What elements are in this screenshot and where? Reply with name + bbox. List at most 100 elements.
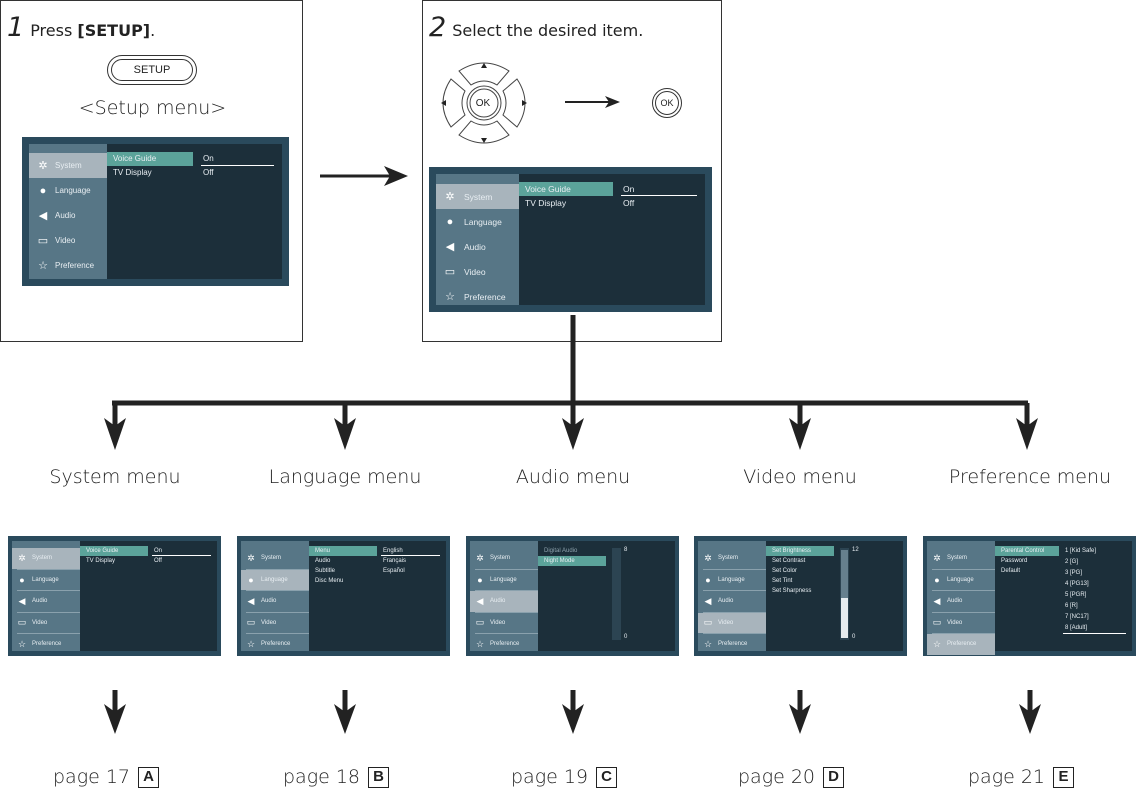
sidebar-item-language[interactable]: ●Language — [436, 209, 519, 234]
menu-option[interactable]: TV Display — [86, 558, 116, 564]
sidebar-item-preference[interactable]: ☆Preference — [436, 284, 519, 309]
sidebar-item-video[interactable]: ▭Video — [698, 612, 766, 633]
step-2-heading: 2 Select the desired item. — [429, 12, 643, 43]
sidebar-item-label: Video — [55, 236, 76, 245]
sidebar-item-language[interactable]: ●Language — [698, 570, 766, 591]
menu-option[interactable]: Menu — [309, 546, 377, 556]
sidebar-item-system[interactable]: ✲System — [241, 548, 309, 569]
menu-value[interactable]: 4 [PG13] — [1065, 581, 1089, 587]
menu-value[interactable]: Français — [383, 558, 407, 564]
menu-option[interactable]: Voice Guide — [519, 182, 613, 196]
sidebar-item-video[interactable]: ▭Video — [241, 613, 309, 634]
menu-option[interactable]: Set Contrast — [772, 558, 806, 564]
menu-option[interactable]: Subtitle — [315, 568, 336, 574]
menu-sidebar: ✲System●Language◀Audio▭Video☆Preference — [470, 541, 538, 651]
menu-option[interactable]: Password — [1001, 558, 1028, 564]
sidebar-item-audio[interactable]: ◀Audio — [12, 591, 80, 612]
menu-value[interactable]: 5 [PGR] — [1065, 592, 1087, 598]
step-number: 1 — [7, 12, 25, 43]
submenu-screen: ✲System●Language◀Audio▭Video☆Preference D… — [466, 536, 679, 656]
sidebar-divider — [932, 633, 995, 634]
sidebar-item-language[interactable]: ●Language — [470, 570, 538, 591]
level-slider[interactable] — [612, 548, 621, 640]
sidebar-item-preference[interactable]: ☆Preference — [241, 634, 309, 655]
sidebar-item-audio[interactable]: ◀Audio — [470, 591, 538, 612]
menu-option[interactable]: TV Display — [113, 168, 152, 177]
sidebar-item-system[interactable]: ✲System — [436, 184, 519, 209]
menu-value[interactable]: On — [201, 152, 274, 166]
sidebar-item-video[interactable]: ▭Video — [12, 613, 80, 634]
sidebar-item-audio[interactable]: ◀Audio — [698, 591, 766, 612]
sidebar-item-video[interactable]: ▭Video — [470, 613, 538, 634]
sidebar-item-system[interactable]: ✲System — [927, 548, 995, 569]
menu-value[interactable]: 1 [Kid Safe] — [1065, 548, 1097, 554]
sidebar-item-video[interactable]: ▭Video — [927, 613, 995, 634]
sidebar-item-audio[interactable]: ◀Audio — [241, 591, 309, 612]
dpad-icon[interactable] — [429, 55, 539, 151]
sidebar-item-video[interactable]: ▭Video — [436, 259, 519, 284]
sidebar-item-audio[interactable]: ◀Audio — [436, 234, 519, 259]
sidebar-item-preference[interactable]: ☆Preference — [12, 634, 80, 655]
menu-option[interactable]: Night Mode — [538, 556, 606, 566]
step-1-panel: 1 Press [SETUP]. SETUP <Setup menu> ✲Sys… — [0, 0, 303, 342]
menu-value[interactable]: Off — [623, 198, 635, 208]
ok-button[interactable]: OK — [652, 88, 682, 118]
menu-option[interactable]: Set Color — [772, 568, 798, 574]
menu-option[interactable]: Parental Control — [995, 546, 1059, 556]
sidebar-item-system[interactable]: ✲System — [470, 548, 538, 569]
sidebar-item-label: Preference — [718, 641, 748, 648]
menu-option[interactable]: Audio — [315, 558, 331, 564]
sidebar-item-preference[interactable]: ☆Preference — [927, 634, 995, 655]
menu-option[interactable]: Set Sharpness — [772, 588, 812, 594]
slider-max-value: 8 — [624, 547, 628, 553]
sidebar-item-system[interactable]: ✲System — [12, 548, 80, 569]
menu-value[interactable]: English — [381, 546, 440, 556]
sidebar-item-audio[interactable]: ◀Audio — [29, 203, 107, 228]
menu-value[interactable]: 8 [Adult] — [1063, 623, 1126, 634]
speaker-icon: ◀ — [18, 595, 26, 606]
sidebar-item-preference[interactable]: ☆Preference — [470, 634, 538, 655]
menu-option[interactable]: Set Tint — [772, 578, 793, 584]
sidebar-item-language[interactable]: ●Language — [12, 570, 80, 591]
sidebar-item-label: System — [261, 555, 282, 562]
sidebar-item-language[interactable]: ●Language — [29, 178, 107, 203]
menu-option[interactable]: TV Display — [525, 198, 567, 208]
sidebar-item-video[interactable]: ▭Video — [29, 228, 107, 253]
setup-menu-title: <Setup menu> — [78, 97, 227, 119]
menu-option[interactable]: Digital Audio — [544, 548, 578, 554]
menu-value[interactable]: 3 [PG] — [1065, 570, 1083, 576]
menu-value[interactable]: Español — [383, 568, 405, 574]
down-arrow-icon — [334, 690, 356, 734]
menu-value[interactable]: On — [621, 182, 697, 196]
menu-sidebar: ✲System●Language◀Audio▭Video☆Preference — [29, 144, 107, 279]
page-number: page 18 — [283, 766, 361, 788]
sidebar-item-system[interactable]: ✲System — [698, 548, 766, 569]
down-arrow-icon — [789, 690, 811, 734]
menu-option[interactable]: Disc Menu — [315, 578, 344, 584]
menu-value[interactable]: On — [152, 546, 211, 556]
menu-value[interactable]: Off — [203, 168, 214, 177]
down-arrow-icon — [562, 690, 584, 734]
menu-value[interactable]: Off — [154, 558, 162, 564]
sidebar-item-label: Video — [490, 619, 506, 626]
menu-option[interactable]: Voice Guide — [107, 152, 193, 166]
sidebar-item-preference[interactable]: ☆Preference — [698, 634, 766, 655]
menu-option[interactable]: Default — [1001, 568, 1021, 574]
sidebar-item-language[interactable]: ●Language — [927, 570, 995, 591]
menu-value[interactable]: 2 [G] — [1065, 559, 1079, 565]
globe-icon: ● — [934, 574, 940, 585]
sidebar-item-preference[interactable]: ☆Preference — [29, 253, 107, 278]
level-slider[interactable] — [840, 548, 849, 640]
menu-option[interactable]: Voice Guide — [80, 546, 148, 556]
sidebar-item-label: Preference — [464, 291, 506, 302]
sidebar-item-language[interactable]: ●Language — [241, 569, 309, 590]
menu-value[interactable]: 7 [NC17] — [1065, 614, 1089, 620]
menu-option[interactable]: Set Brightness — [766, 546, 834, 556]
setup-button[interactable]: SETUP — [107, 55, 197, 85]
sidebar-item-system[interactable]: ✲System — [29, 153, 107, 178]
sidebar-item-audio[interactable]: ◀Audio — [927, 591, 995, 612]
sidebar-divider — [932, 568, 995, 570]
menu-value[interactable]: 6 [R] — [1065, 603, 1078, 609]
